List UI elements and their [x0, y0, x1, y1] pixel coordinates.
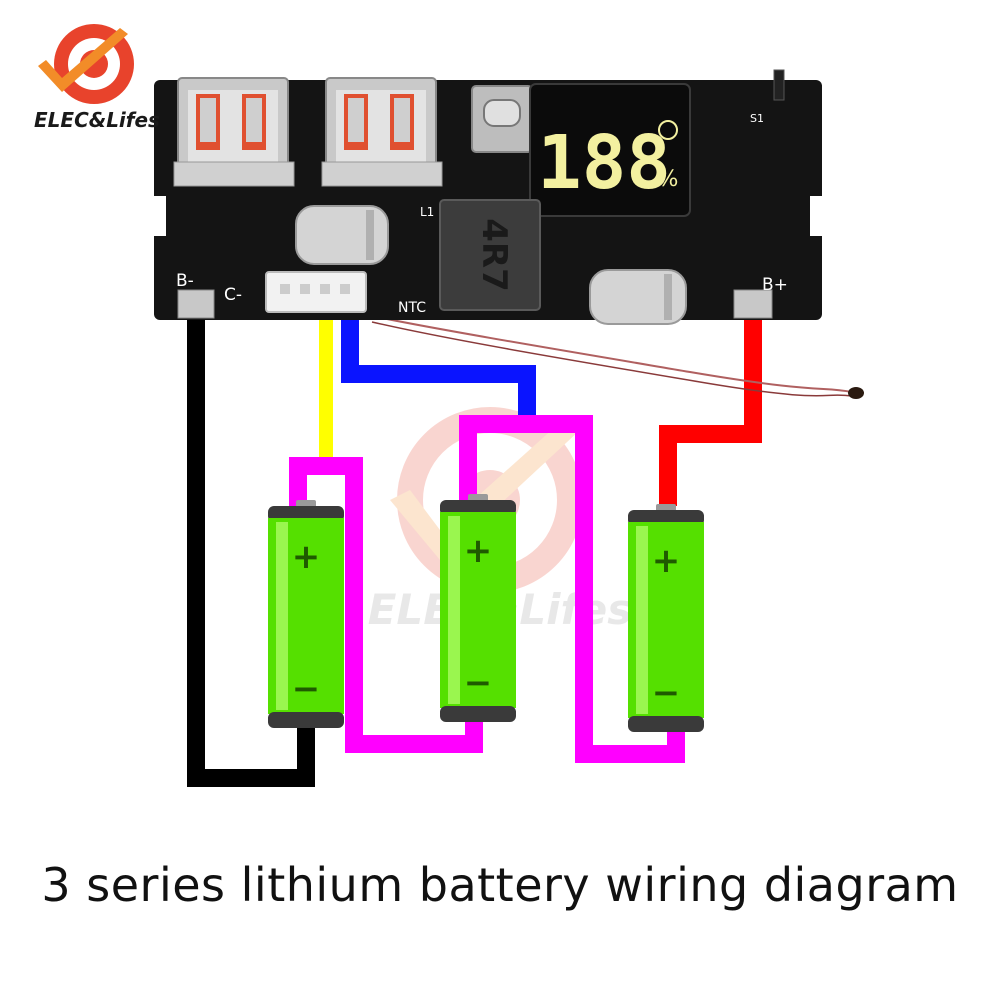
battery-minus-sign: − [652, 673, 681, 713]
ntc-thermistor-bead [848, 387, 864, 399]
battery-highlight [276, 522, 288, 710]
battery-highlight [448, 516, 460, 704]
usb-a-port-2 [321, 77, 443, 187]
batteries: +−+−+− [268, 494, 704, 732]
label-b-plus: B+ [762, 275, 788, 295]
pcb-board: 188 % 4R7 B [154, 69, 822, 325]
battery-minus-sign: − [464, 663, 493, 703]
pcb-slot-left [154, 196, 166, 236]
wire-black-b-minus [187, 318, 315, 787]
label-l1: L1 [420, 205, 434, 219]
charging-indicator-icon [658, 120, 678, 140]
battery-2: +− [440, 494, 516, 722]
pad-b-minus [177, 289, 215, 319]
wire-ntc-thermistor [371, 315, 853, 393]
logo-check-mark [38, 28, 128, 92]
wire-magenta-link-1 [289, 457, 483, 753]
label-c-minus: C- [224, 285, 242, 305]
wire-magenta-link-2 [459, 415, 685, 763]
battery-1: +− [268, 500, 344, 728]
display-panel [529, 83, 691, 217]
usb-a-port-1 [173, 77, 295, 187]
battery-minus-sign: − [292, 669, 321, 709]
usb-c-port [471, 85, 533, 153]
balance-connector [265, 271, 367, 313]
capacitor-right [589, 269, 687, 325]
brand-logo [38, 24, 134, 104]
diagram-caption: 3 series lithium battery wiring diagram [41, 858, 959, 912]
brand-name: ELEC&Lifes [34, 108, 160, 132]
battery-plus-sign: + [652, 541, 681, 581]
pad-b-plus [733, 289, 773, 319]
display-digits: 188 [537, 120, 671, 206]
battery-3: +− [628, 504, 704, 732]
wires [187, 315, 864, 787]
label-b-minus: B- [176, 271, 194, 291]
label-s1: S1 [750, 112, 764, 125]
pcb-slot-right [810, 196, 822, 236]
label-ntc: NTC [398, 300, 426, 316]
display-percent-unit: % [658, 167, 679, 192]
battery-bottom-cap [268, 712, 344, 728]
battery-bottom-cap [628, 716, 704, 732]
battery-percent-display: 188 % [529, 83, 691, 217]
battery-plus-sign: + [292, 537, 321, 577]
inductor-label: 4R7 [474, 218, 514, 292]
capacitor-left [295, 205, 389, 265]
side-switch [773, 69, 785, 101]
battery-highlight [636, 526, 648, 714]
wire-blue-balance [341, 318, 536, 424]
battery-plus-sign: + [464, 531, 493, 571]
wire-red-b-plus [659, 316, 762, 506]
wire-ntc-thermistor-2 [371, 321, 853, 397]
inductor-4r7: 4R7 [439, 199, 541, 311]
watermark-check-mark [390, 418, 580, 560]
battery-bottom-cap [440, 706, 516, 722]
